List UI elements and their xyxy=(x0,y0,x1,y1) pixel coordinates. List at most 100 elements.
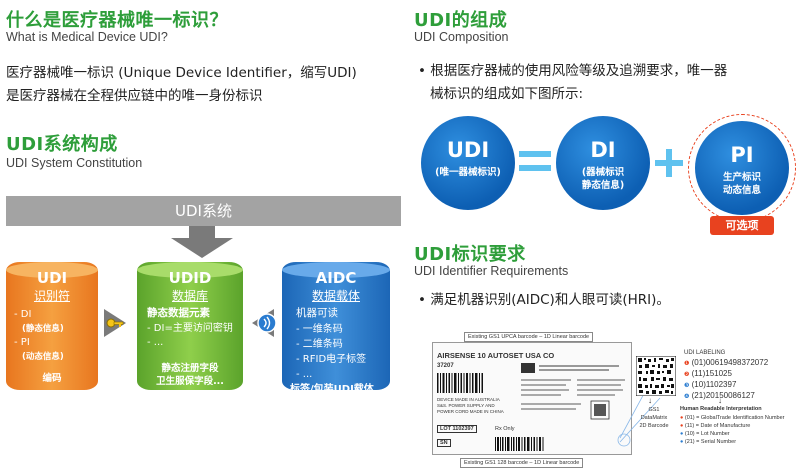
upca-callout: Existing GS1 UPCA barcode – 1D Linear ba… xyxy=(464,332,594,342)
hri-lines: ❶ (01)00619498372072 ❷ (11)151025 ❸ (10)… xyxy=(684,358,768,402)
circle-caption: (器械标识 静态信息) xyxy=(556,166,650,192)
requirements-description: • 满足机器识别(AIDC)和人眼可读(HRI)。 xyxy=(418,292,670,308)
udi-label-example: Existing GS1 UPCA barcode – 1D Linear ba… xyxy=(420,330,798,468)
udi-identifier-cylinder: UDI 识别符 - DI (静态信息) - PI (动态信息) 编码 xyxy=(6,262,98,390)
cylinder-footer: 编码 xyxy=(42,373,62,384)
list-item: (动态信息) xyxy=(22,352,64,362)
cylinder-title: UDI xyxy=(36,269,68,287)
list-item: - 一维条码 xyxy=(296,324,343,335)
section-subtitle-requirements: UDI Identifier Requirements xyxy=(414,264,569,278)
caption-gs1: GS1 xyxy=(648,407,660,413)
hri-line: ❹ (21)20150086127 xyxy=(684,391,755,400)
label-detail-graphics xyxy=(521,363,625,420)
gs1-128-callout: Existing GS1 128 barcode – 1D Linear bar… xyxy=(460,458,584,468)
circle-caption-line2: 动态信息 xyxy=(722,185,761,196)
label-sn: SN xyxy=(437,439,451,447)
section-title-composition: UDI的组成 xyxy=(414,10,508,31)
composition-line1: • 根据医疗器械的使用风险等级及追溯要求，唯一器 xyxy=(418,63,728,79)
legend-item: ●3 (10) = Lot Number xyxy=(680,431,730,437)
gs1-datamatrix-caption: GS1 DataMatrix 2D Barcode xyxy=(632,406,676,430)
cylinder-footer-line1: 静态注册字段 xyxy=(161,363,219,374)
caption-datamatrix: DataMatrix xyxy=(640,415,668,421)
label-lot: LOT 1102397 xyxy=(437,425,477,433)
section-title-requirements: UDI标识要求 xyxy=(414,244,526,265)
cylinder-list: 静态数据元素 - DI=主要访问密钥 - ... xyxy=(147,306,233,350)
device-label-card: AIRSENSE 10 AUTOSET USA CO 37207 DEVICE … xyxy=(432,342,632,455)
circle-caption: 生产标识 动态信息 xyxy=(695,171,789,197)
cylinder-cap xyxy=(6,262,98,278)
circle-label: DI xyxy=(590,138,616,162)
section-title-what-is-udi: 什么是医疗器械唯一标识？ xyxy=(6,10,228,31)
cylinder-title: UDID xyxy=(168,269,212,287)
hri-line: ❷ (11)151025 xyxy=(684,369,732,378)
circle-caption-line1: (器械标识 xyxy=(581,167,625,178)
list-item: - PI xyxy=(14,337,30,348)
rfid-signal-icon xyxy=(257,313,277,333)
section-subtitle-composition: UDI Composition xyxy=(414,30,509,44)
list-item: - ... xyxy=(147,337,164,348)
section-subtitle-system: UDI System Constitution xyxy=(6,156,143,170)
udi-labeling-title: UDI LABELING xyxy=(684,350,726,356)
barcode-icon xyxy=(495,437,544,451)
circle-label: PI xyxy=(730,143,754,167)
down-arrow-icon: ↓ xyxy=(648,396,652,405)
list-item: - DI xyxy=(14,309,32,320)
aidc-carrier-cylinder: AIDC 数据载体 机器可读 - 一维条码 - 二维条码 - RFID电子标签 … xyxy=(282,262,390,390)
legend-item: ●1 (01) = GlobalTrade Identification Num… xyxy=(680,415,785,421)
circle-caption-line2: 静态信息) xyxy=(581,180,625,191)
udi-circle: UDI (唯一器械标识) xyxy=(421,116,515,210)
label-code: 37207 xyxy=(437,363,454,369)
label-origin-line3: POWER CORD MADE IN CHINA xyxy=(437,409,504,414)
label-origin-line2: S&S. POWER SUPPLY AND xyxy=(437,403,495,408)
cylinder-title: AIDC xyxy=(315,269,357,287)
hri-legend: ●1 (01) = GlobalTrade Identification Num… xyxy=(680,414,784,446)
list-item: - DI=主要访问密钥 xyxy=(147,323,233,334)
equals-icon-top xyxy=(519,151,551,157)
hri-title: Human Readable Interpretation xyxy=(680,406,762,412)
udi-database-cylinder: UDID 数据库 静态数据元素 - DI=主要访问密钥 - ... 静态注册字段… xyxy=(137,262,243,390)
hri-line: ❶ (01)00619498372072 xyxy=(684,358,769,367)
section-title-system: UDI系统构成 xyxy=(6,134,118,155)
key-icon xyxy=(106,318,124,328)
cylinder-subtitle: 识别符 xyxy=(33,289,70,303)
cylinder-footer: 静态注册字段 卫生服保字段... xyxy=(137,362,243,388)
list-item: - 二维条码 xyxy=(296,339,343,350)
udi-definition-line2: 是医疗器械在全程供应链中的唯一身份标识 xyxy=(6,88,263,104)
equals-icon-bottom xyxy=(519,165,551,171)
udi-definition-line1: 医疗器械唯一标识 (Unique Device Identifier，缩写UDI… xyxy=(6,65,357,81)
label-origin-line1: DEVICE MADE IN AUSTRALIA xyxy=(437,397,500,402)
cylinder-footer-line2: 卫生服保字段... xyxy=(156,376,224,387)
list-item: 静态数据元素 xyxy=(147,307,210,319)
di-circle: DI (器械标识 静态信息) xyxy=(556,116,650,210)
udi-definition: 医疗器械唯一标识 (Unique Device Identifier，缩写UDI… xyxy=(6,62,401,108)
caption-2d-barcode: 2D Barcode xyxy=(639,423,669,429)
circle-label: UDI xyxy=(446,138,490,162)
pi-circle: PI 生产标识 动态信息 xyxy=(695,121,789,215)
cylinder-list: - DI (静态信息) - PI (动态信息) xyxy=(14,308,64,364)
hri-line: ❸ (10)1102397 xyxy=(684,380,737,389)
composition-description: • 根据医疗器械的使用风险等级及追溯要求，唯一器 械标识的组成如下图所示: xyxy=(418,60,798,106)
cylinder-cap xyxy=(282,262,390,278)
plus-icon-vertical xyxy=(666,149,672,177)
label-origin-text: DEVICE MADE IN AUSTRALIA S&S. POWER SUPP… xyxy=(437,397,504,415)
list-item: 机器可读 xyxy=(296,307,338,319)
cylinder-cap xyxy=(137,262,243,278)
legend-item: ●2 (11) = Date of Manufacture xyxy=(680,423,751,429)
barcode-icon xyxy=(437,373,483,393)
list-item: (静态信息) xyxy=(22,324,64,334)
label-company: AIRSENSE 10 AUTOSET USA CO xyxy=(437,351,555,360)
composition-line2: 械标识的组成如下图所示: xyxy=(430,86,584,102)
down-arrow-icon: ↓ xyxy=(718,396,722,405)
cylinder-subtitle: 数据库 xyxy=(171,289,208,303)
section-subtitle-what-is-udi: What is Medical Device UDI? xyxy=(6,30,168,44)
qr-code-icon xyxy=(636,356,676,396)
circle-caption-line1: 生产标识 xyxy=(722,172,761,183)
cylinder-subtitle: 数据载体 xyxy=(311,289,360,303)
cylinder-list: 机器可读 - 一维条码 - 二维条码 - RFID电子标签 - ... 标签/包… xyxy=(290,306,374,390)
list-item: - RFID电子标签 xyxy=(296,354,367,365)
optional-badge: 可选项 xyxy=(710,216,774,235)
udi-system-bar: UDI系统 xyxy=(6,196,401,226)
list-item: 标签/包装UDI载体 xyxy=(290,384,374,390)
list-item: - ... xyxy=(296,369,313,380)
label-rx: Rx Only xyxy=(495,426,515,432)
